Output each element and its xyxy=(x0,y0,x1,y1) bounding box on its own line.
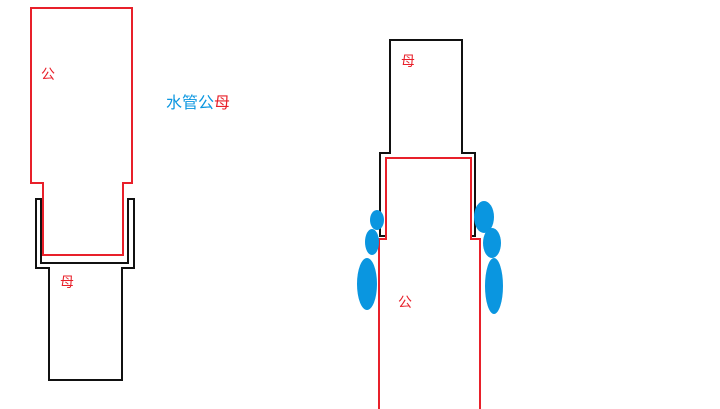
left-fitting: 公 母 xyxy=(30,7,135,381)
right-fitting: 母 公 xyxy=(357,39,503,409)
right-male-pipe-outline xyxy=(378,157,481,409)
diagram-title: 水管公母 xyxy=(166,93,230,112)
left-female-pipe-outline xyxy=(35,198,135,381)
left-female-label: 母 xyxy=(60,275,74,291)
right-female-pipe-outline xyxy=(379,39,476,237)
leak-mark-left-1 xyxy=(370,210,384,230)
right-male-label: 公 xyxy=(398,295,412,311)
title-part-water-pipe: 水管 xyxy=(166,93,198,112)
leak-mark-left-2 xyxy=(365,229,379,255)
leak-mark-right-1 xyxy=(474,201,494,233)
leak-mark-right-2 xyxy=(483,228,501,258)
right-female-label: 母 xyxy=(401,54,415,70)
leak-mark-right-3 xyxy=(485,258,503,314)
left-male-pipe-outline xyxy=(30,7,133,256)
title-part-female: 母 xyxy=(214,93,230,112)
title-part-male: 公 xyxy=(198,93,214,112)
left-male-label: 公 xyxy=(41,67,55,83)
leak-mark-left-3 xyxy=(357,258,377,310)
